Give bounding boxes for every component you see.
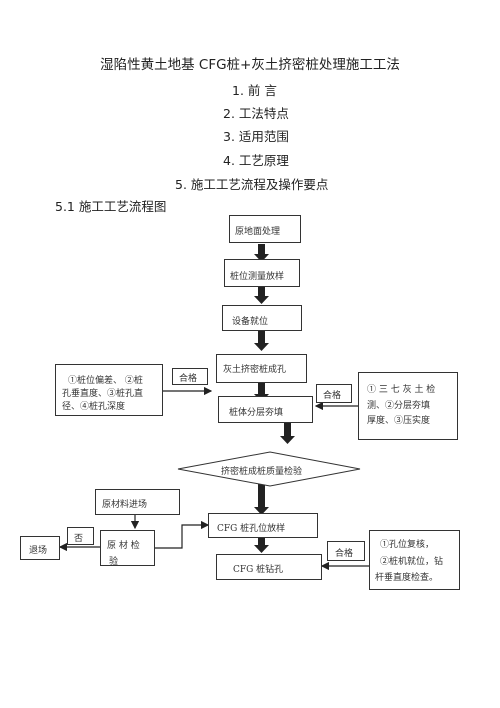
- note-line: 杆垂直度检查。: [375, 573, 439, 583]
- arrow-down-1: [254, 244, 269, 262]
- note-drill-checks: ①孔位复核， ②桩机就位，钻 杆垂直度检查。: [369, 530, 460, 590]
- node-withdraw: 退场: [20, 536, 60, 560]
- label-pass-2: 合格: [316, 384, 352, 403]
- node-label: 灰土挤密桩成孔: [223, 365, 287, 375]
- node-equipment-ready: 设备就位: [222, 305, 302, 331]
- label-pass-3: 合格: [327, 541, 365, 561]
- label-pass-1: 合格: [172, 368, 208, 385]
- fail-label: 否: [74, 534, 84, 544]
- note-line: 径、④桩孔深度: [62, 402, 126, 412]
- node-pile-fill: 桩体分层夯填: [218, 396, 313, 423]
- arrow-down-6: [254, 482, 269, 515]
- label-fail: 否: [67, 527, 94, 545]
- toc-item-preface: 1. 前 言: [232, 83, 277, 98]
- node-pile-layout: 桩位测量放样: [224, 259, 300, 287]
- note-fill-checks: ① 三 七 灰 土 检 测、②分层夯填 厚度、③压实度: [358, 372, 458, 440]
- document-title: 湿陷性黄土地基 CFG桩+灰土挤密桩处理施工工法: [100, 57, 400, 73]
- node-material-check: 原 材 检 验: [100, 530, 155, 567]
- pass-label: 合格: [179, 374, 198, 384]
- pass-label: 合格: [323, 391, 342, 401]
- toc-item-features: 2. 工法特点: [223, 106, 289, 121]
- arrow-down-7: [254, 538, 269, 553]
- toc-item-principle: 4. 工艺原理: [223, 153, 289, 168]
- node-cfg-layout: CFG 桩孔位放样: [208, 513, 318, 538]
- quality-check-diamond: [177, 451, 361, 487]
- note-line: ① 三 七 灰 土 检: [367, 385, 436, 395]
- node-label: 原材料进场: [102, 500, 148, 510]
- node-ground-treatment: 原地面处理: [229, 215, 301, 243]
- node-lime-soil-hole: 灰土挤密桩成孔: [216, 354, 307, 383]
- node-label: 原 材 检: [107, 541, 140, 551]
- note-line: ①桩位偏差、 ②桩: [68, 376, 143, 386]
- note-line: 测、②分层夯填: [367, 401, 431, 411]
- pass-label: 合格: [335, 549, 354, 559]
- arrow-material-pass: [155, 520, 210, 549]
- node-material-arrival: 原材料进场: [95, 489, 180, 515]
- toc-item-process: 5. 施工工艺流程及操作要点: [175, 177, 329, 192]
- node-label: CFG 桩孔位放样: [217, 524, 286, 534]
- arrow-down-5: [280, 422, 295, 444]
- node-label: 设备就位: [232, 317, 269, 327]
- note-line: 厚度、③压实度: [367, 416, 431, 426]
- node-quality-check-label: 挤密桩成桩质量检验: [221, 467, 303, 477]
- note-line: ②桩机就位，钻: [380, 557, 444, 567]
- note-line: 孔垂直度、③桩孔直: [62, 389, 144, 399]
- note-hole-checks: ①桩位偏差、 ②桩 孔垂直度、③桩孔直 径、④桩孔深度: [55, 364, 163, 416]
- note-line: ①孔位复核，: [380, 540, 435, 550]
- arrow-down-3: [254, 330, 269, 351]
- node-label: 桩位测量放样: [230, 272, 285, 282]
- node-label: 验: [109, 557, 119, 567]
- arrow-down-2: [254, 287, 269, 304]
- section-heading: 5.1 施工工艺流程图: [55, 199, 167, 214]
- toc-item-scope: 3. 适用范围: [223, 129, 289, 144]
- node-label: 原地面处理: [235, 227, 281, 237]
- node-cfg-drill: CFG 桩钻孔: [216, 554, 322, 580]
- node-label: 退场: [29, 546, 48, 556]
- node-label: 桩体分层夯填: [229, 408, 284, 418]
- node-label: CFG 桩钻孔: [233, 565, 284, 575]
